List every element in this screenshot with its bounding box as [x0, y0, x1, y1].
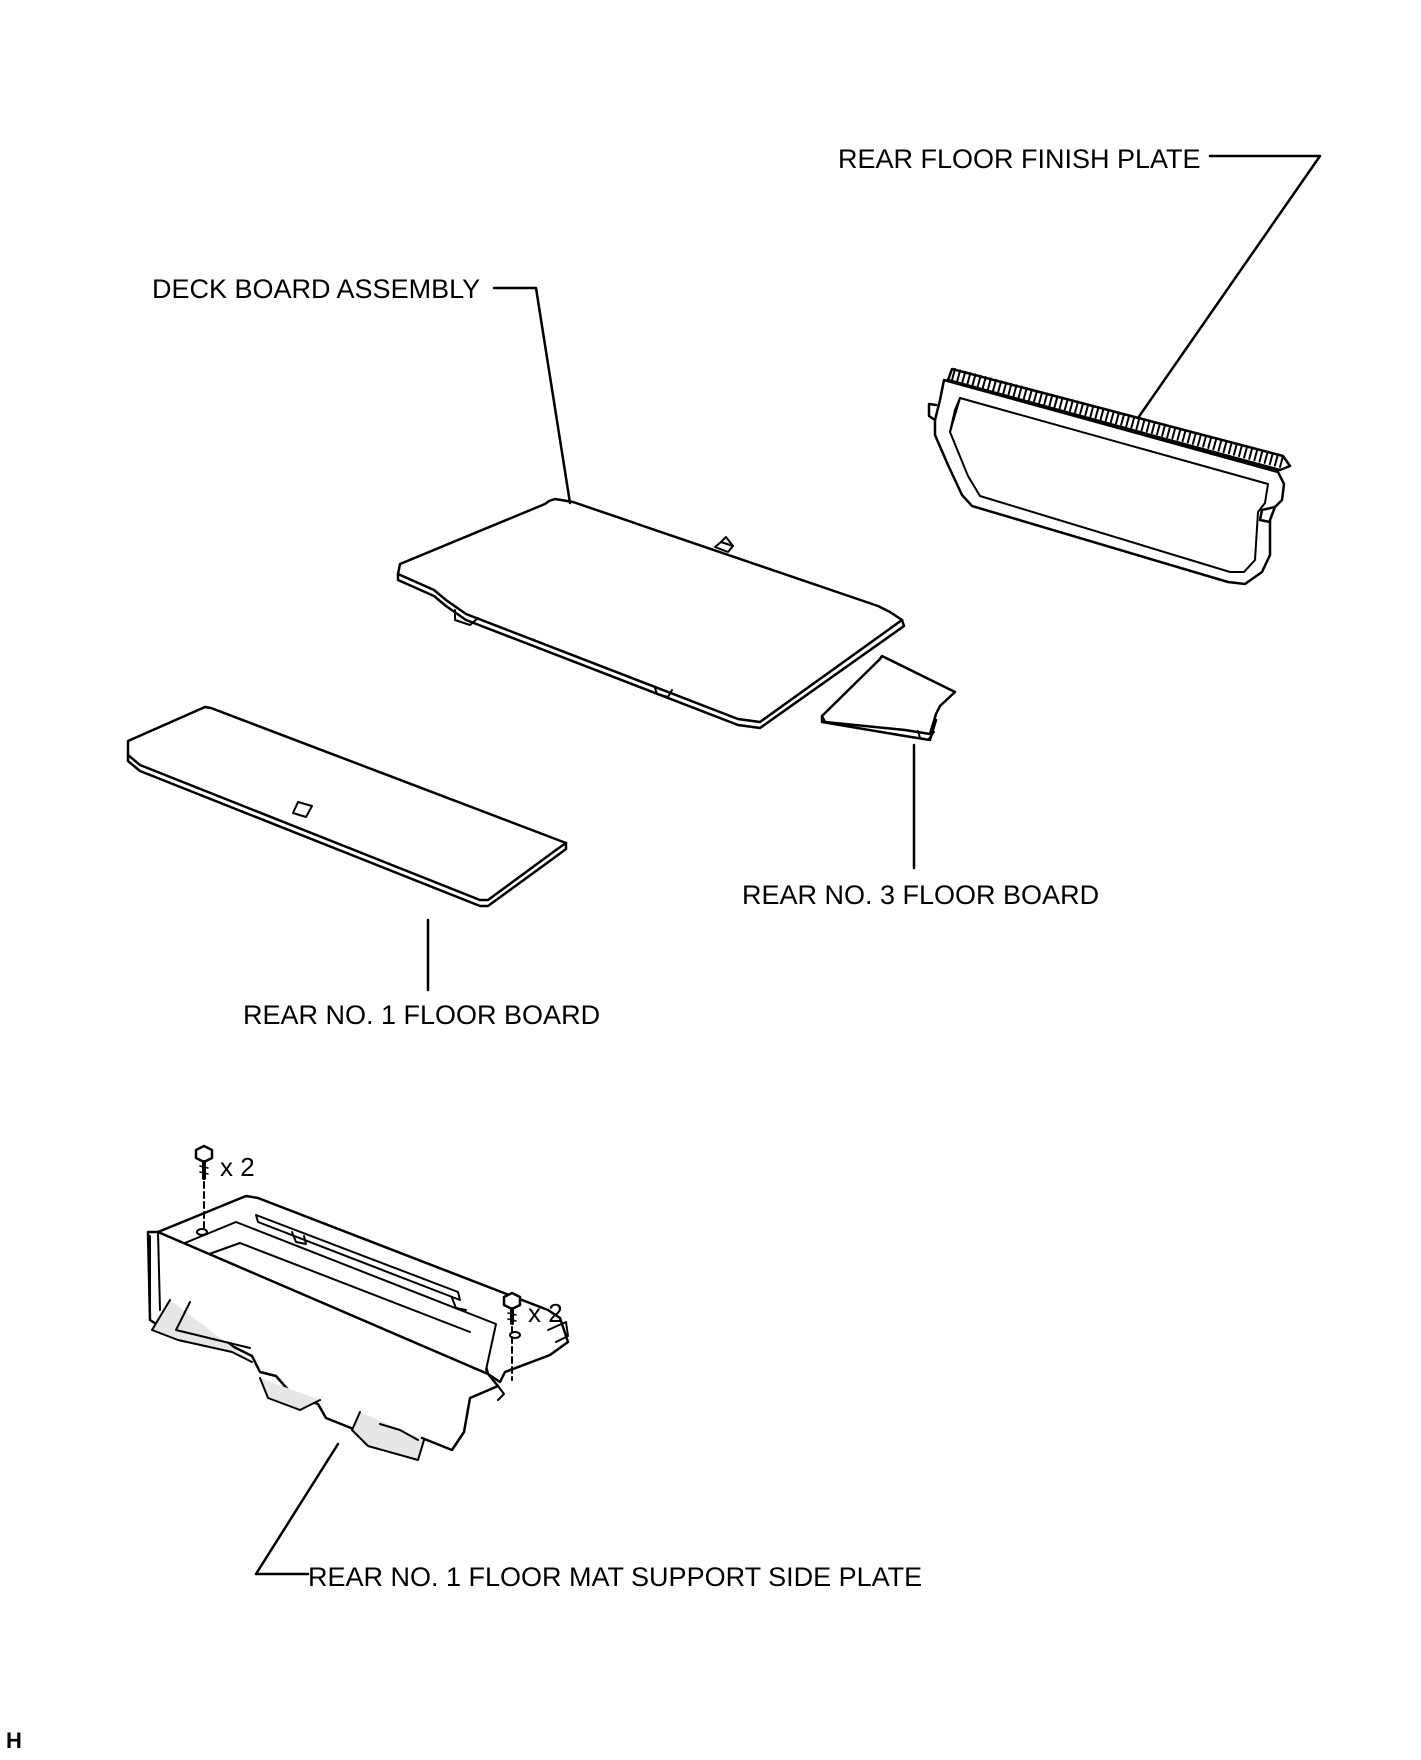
rib-mark: [951, 368, 956, 381]
rib-mark: [1186, 430, 1192, 444]
rib-mark: [1176, 427, 1182, 441]
rib-mark: [1156, 422, 1161, 436]
deck-board-assembly: [396, 497, 906, 730]
rib-mark: [1074, 400, 1079, 414]
label-rear-no1-floor-board: REAR NO. 1 FLOOR BOARD: [243, 1000, 601, 1030]
rib-mark: [1012, 384, 1018, 398]
rib-mark: [1232, 442, 1238, 456]
rib-mark: [1104, 408, 1110, 422]
rib-mark: [1197, 433, 1202, 447]
rib-mark: [1058, 396, 1064, 410]
rib-mark: [1181, 429, 1187, 443]
leader-lines: [254, 154, 1322, 1576]
rib-mark: [1043, 392, 1049, 406]
rib-mark: [1150, 421, 1156, 435]
rib-mark: [1099, 407, 1105, 421]
rib-mark: [1120, 412, 1126, 426]
rear-no1-floor-board: [126, 705, 568, 908]
rib-mark: [1279, 455, 1284, 468]
rib-mark: [1084, 403, 1090, 417]
rib-mark: [1140, 418, 1146, 432]
label-rear-no1-floor-mat-support-side-plate: REAR NO. 1 FLOOR MAT SUPPORT SIDE PLATE: [308, 1562, 923, 1592]
label-rear-floor-finish-plate: REAR FLOOR FINISH PLATE: [838, 144, 1201, 174]
rib-mark: [1222, 440, 1228, 454]
rib-mark: [966, 372, 972, 386]
rib-mark: [1258, 449, 1264, 463]
rear-no1-floor-mat-support-side-plate: [146, 1194, 570, 1461]
rib-mark: [971, 373, 977, 387]
rib-mark: [1135, 416, 1141, 430]
rib-mark: [1145, 419, 1151, 433]
rib-mark: [986, 377, 992, 391]
rib-mark: [1243, 445, 1249, 459]
rib-mark: [1263, 450, 1269, 464]
rib-mark: [1238, 444, 1243, 458]
rib-mark: [976, 374, 982, 388]
clip-fastener-left: [194, 1144, 214, 1229]
rib-mark: [956, 369, 962, 383]
rib-mark: [1268, 452, 1274, 466]
illustration-code: H: [6, 1728, 22, 1753]
rib-mark: [1027, 388, 1033, 402]
rib-mark: [1191, 431, 1197, 445]
rib-mark: [1273, 453, 1279, 467]
rib-mark: [961, 370, 967, 384]
rib-mark: [1125, 414, 1131, 428]
rib-mark: [1033, 389, 1038, 403]
rear-no3-floor-board: [820, 654, 957, 742]
rib-mark: [1022, 387, 1028, 401]
rib-mark: [1038, 391, 1044, 405]
rear-floor-finish-plate: [927, 367, 1292, 586]
fastener-quantity-right: x 2: [528, 1298, 563, 1328]
rib-mark: [1171, 426, 1177, 440]
rib-mark: [1217, 438, 1223, 452]
rib-mark: [1068, 399, 1074, 413]
rib-mark: [1002, 381, 1008, 395]
rib-mark: [1053, 395, 1059, 409]
rib-mark: [1207, 435, 1213, 449]
clip-fastener-right: [502, 1291, 522, 1381]
fastener-quantity-left: x 2: [220, 1152, 255, 1182]
rib-mark: [1079, 401, 1085, 415]
rib-mark: [1253, 448, 1259, 462]
rib-mark: [1166, 425, 1172, 439]
rib-mark: [1115, 411, 1120, 425]
rib-mark: [1227, 441, 1233, 455]
rib-mark: [1089, 404, 1095, 418]
rib-mark: [981, 376, 987, 390]
rib-mark: [1248, 446, 1254, 460]
rib-mark: [1048, 393, 1054, 407]
rib-mark: [997, 380, 1003, 394]
label-rear-no3-floor-board: REAR NO. 3 FLOOR BOARD: [742, 880, 1100, 910]
label-deck-board-assembly: DECK BOARD ASSEMBLY: [152, 274, 481, 304]
rib-mark: [1017, 385, 1023, 399]
rib-mark: [1130, 415, 1136, 429]
rib-mark: [992, 378, 997, 392]
rib-mark: [1161, 423, 1167, 437]
rib-mark: [1202, 434, 1208, 448]
rib-mark: [1109, 410, 1115, 424]
rib-mark: [1212, 437, 1218, 451]
rib-mark: [1063, 397, 1069, 411]
rib-mark: [1007, 382, 1013, 396]
rib-mark: [1094, 406, 1100, 420]
